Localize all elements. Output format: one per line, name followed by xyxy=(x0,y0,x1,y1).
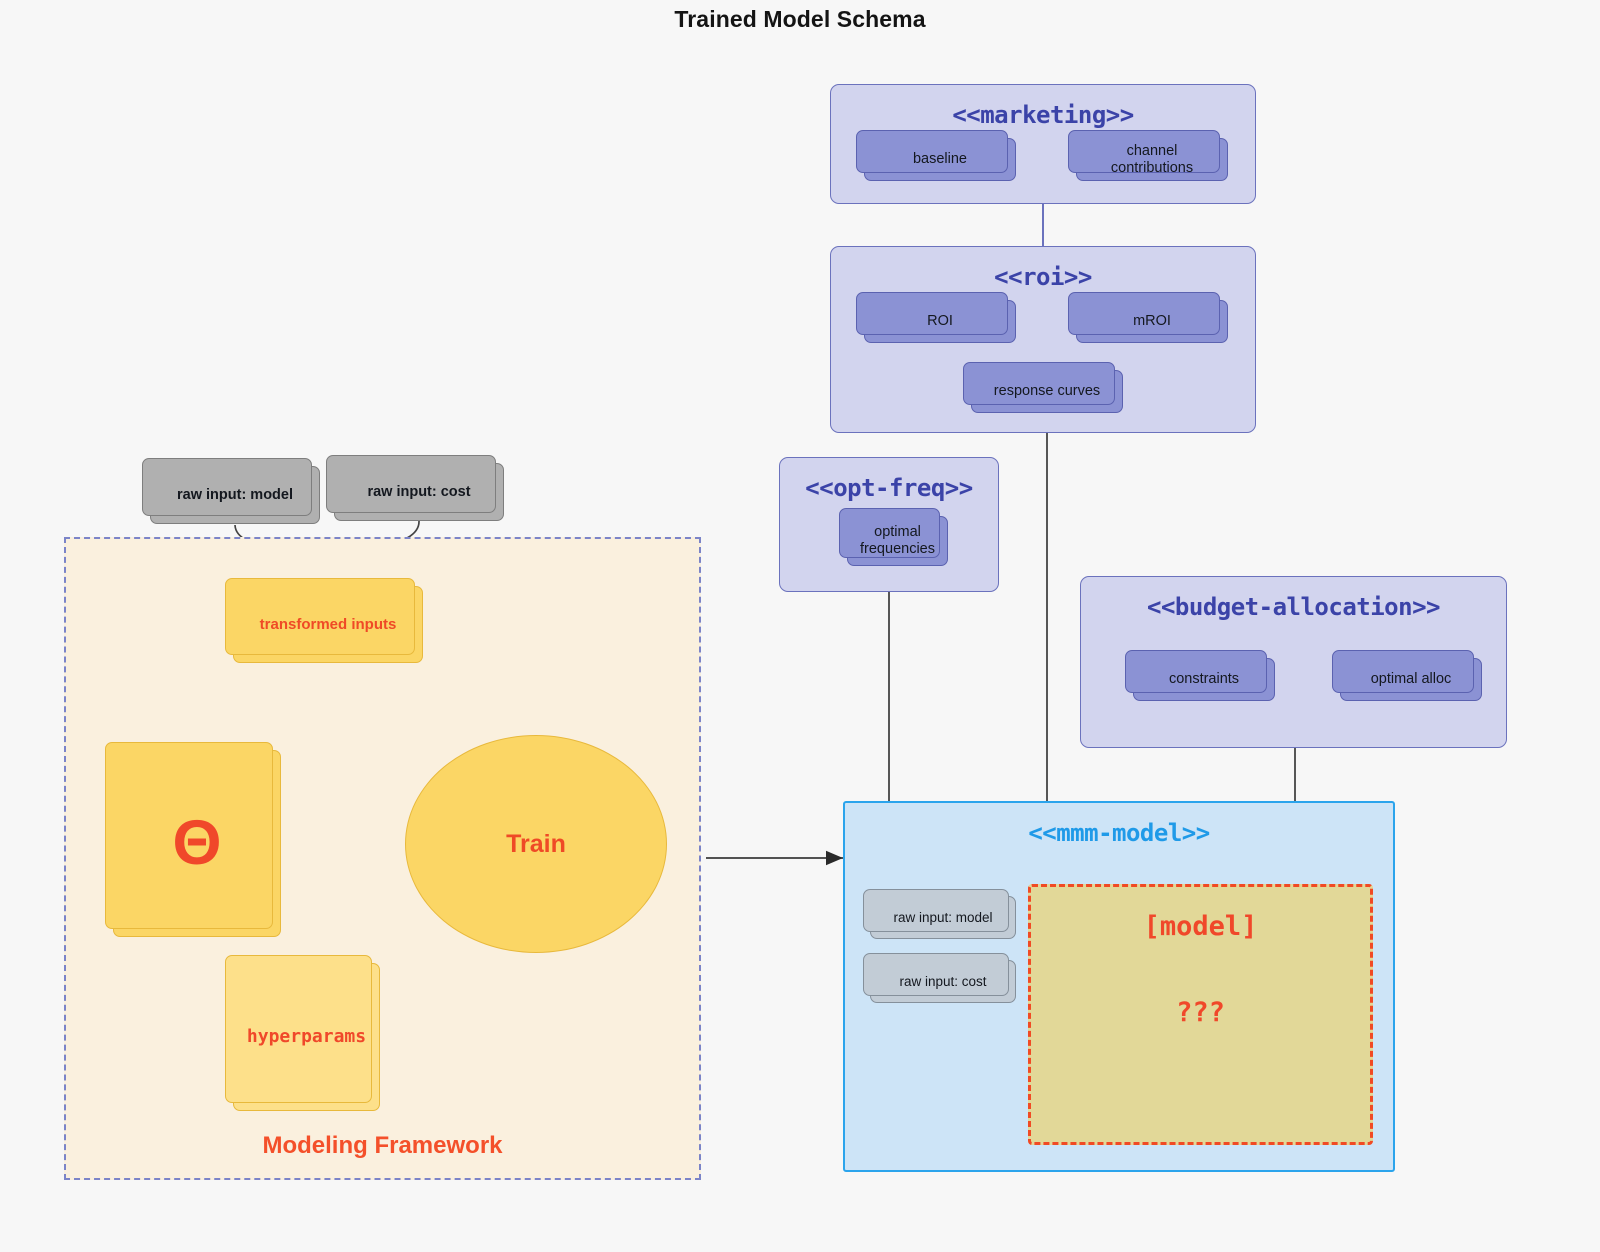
process-train[interactable]: Train xyxy=(405,735,667,953)
package-marketing-title: <<marketing>> xyxy=(952,101,1134,129)
node-constraints[interactable]: constraints xyxy=(1125,650,1275,701)
page-title: Trained Model Schema xyxy=(674,6,926,32)
node-channel-contributions-label: channel contributions xyxy=(1110,142,1194,176)
node-theta-label: Θ xyxy=(172,808,222,878)
package-roi-title: <<roi>> xyxy=(994,263,1092,291)
node-mmm-raw-input-model-label: raw input: model xyxy=(893,909,993,925)
node-mroi-label: mROI xyxy=(1133,313,1171,330)
node-raw-input-model[interactable]: raw input: model xyxy=(142,458,320,524)
modeling-framework-label: Modeling Framework xyxy=(262,1132,503,1159)
node-hyperparams[interactable]: hyperparams xyxy=(225,955,380,1111)
package-opt-freq-title: <<opt-freq>> xyxy=(805,474,973,502)
node-theta[interactable]: Θ xyxy=(105,742,281,937)
node-raw-input-cost[interactable]: raw input: cost xyxy=(326,455,504,521)
node-mmm-raw-input-model[interactable]: raw input: model xyxy=(863,889,1016,939)
model-placeholder-title: [model] xyxy=(1143,911,1258,942)
model-placeholder-question: ??? xyxy=(1176,997,1225,1028)
node-optimal-frequencies-label-line2: frequencies xyxy=(860,541,935,557)
process-train-label: Train xyxy=(506,829,566,858)
package-budget-allocation-title: <<budget-allocation>> xyxy=(1147,593,1440,621)
node-raw-input-model-label: raw input: model xyxy=(177,486,293,503)
node-constraints-label: constraints xyxy=(1168,671,1240,688)
package-mmm-model-title: <<mmm-model>> xyxy=(1028,819,1210,847)
model-placeholder-box[interactable]: [model] ??? xyxy=(1028,884,1373,1145)
node-response-curves-label: response curves xyxy=(993,383,1101,400)
package-budget-allocation[interactable]: <<budget-allocation>> constraints optima… xyxy=(1080,576,1507,748)
node-roi[interactable]: ROI xyxy=(856,292,1016,343)
package-opt-freq[interactable]: <<opt-freq>> optimal frequencies xyxy=(779,457,999,592)
node-optimal-alloc-label: optimal alloc xyxy=(1370,671,1452,688)
node-mroi[interactable]: mROI xyxy=(1068,292,1228,343)
node-baseline[interactable]: baseline xyxy=(856,130,1016,181)
node-transformed-inputs[interactable]: transformed inputs xyxy=(225,578,423,663)
package-marketing[interactable]: <<marketing>> baseline channel contribut… xyxy=(830,84,1256,204)
node-optimal-frequencies-label-line1: optimal xyxy=(874,524,921,541)
node-optimal-alloc[interactable]: optimal alloc xyxy=(1332,650,1482,701)
node-roi-label: ROI xyxy=(927,313,953,330)
node-mmm-raw-input-cost-label: raw input: cost xyxy=(899,973,987,989)
package-roi[interactable]: <<roi>> ROI mROI response curves xyxy=(830,246,1256,433)
package-mmm-model[interactable]: <<mmm-model>> raw input: model raw input… xyxy=(843,801,1395,1172)
node-baseline-label: baseline xyxy=(912,151,967,168)
node-transformed-inputs-label: transformed inputs xyxy=(259,615,397,633)
node-raw-input-cost-label: raw input: cost xyxy=(367,483,471,500)
node-optimal-frequencies[interactable]: optimal frequencies xyxy=(839,508,948,566)
node-mmm-raw-input-cost[interactable]: raw input: cost xyxy=(863,953,1016,1003)
node-channel-contributions[interactable]: channel contributions xyxy=(1068,130,1228,181)
node-response-curves[interactable]: response curves xyxy=(963,362,1123,413)
node-hyperparams-label: hyperparams xyxy=(246,1025,367,1047)
